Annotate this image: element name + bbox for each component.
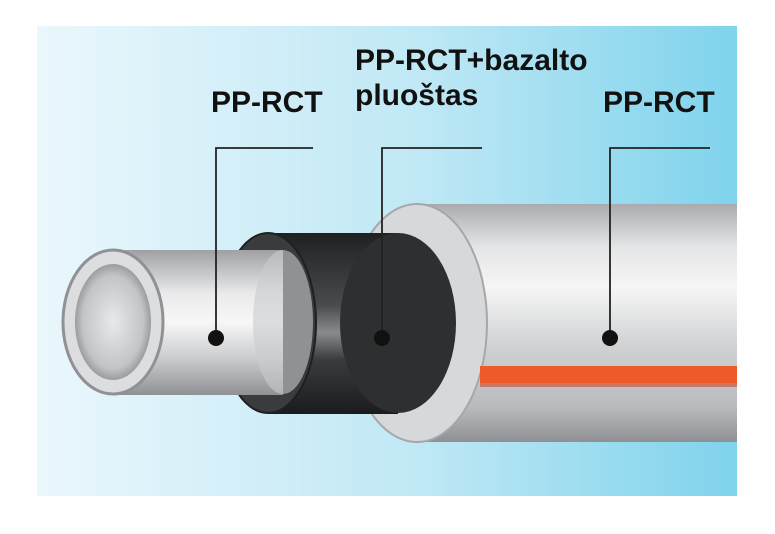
leader-lines [215,147,710,338]
inner-layer-tube [61,248,313,396]
marker-dot-outer [602,330,618,346]
leader-line-inner [215,147,313,338]
leader-line-middle [381,147,482,338]
middle-layer-label: PP-RCT+bazalto pluoštas [355,44,588,113]
middle-layer-label-line1: PP-RCT+bazalto [355,44,588,77]
outer-layer-label: PP-RCT [603,86,715,119]
leader-line-outer [609,147,710,338]
middle-layer-label-line2: pluoštas [355,78,479,112]
inner-layer-label: PP-RCT [211,86,323,119]
marker-dot-inner [208,330,224,346]
orange-stripe [480,366,737,383]
marker-dot-middle [374,330,390,346]
